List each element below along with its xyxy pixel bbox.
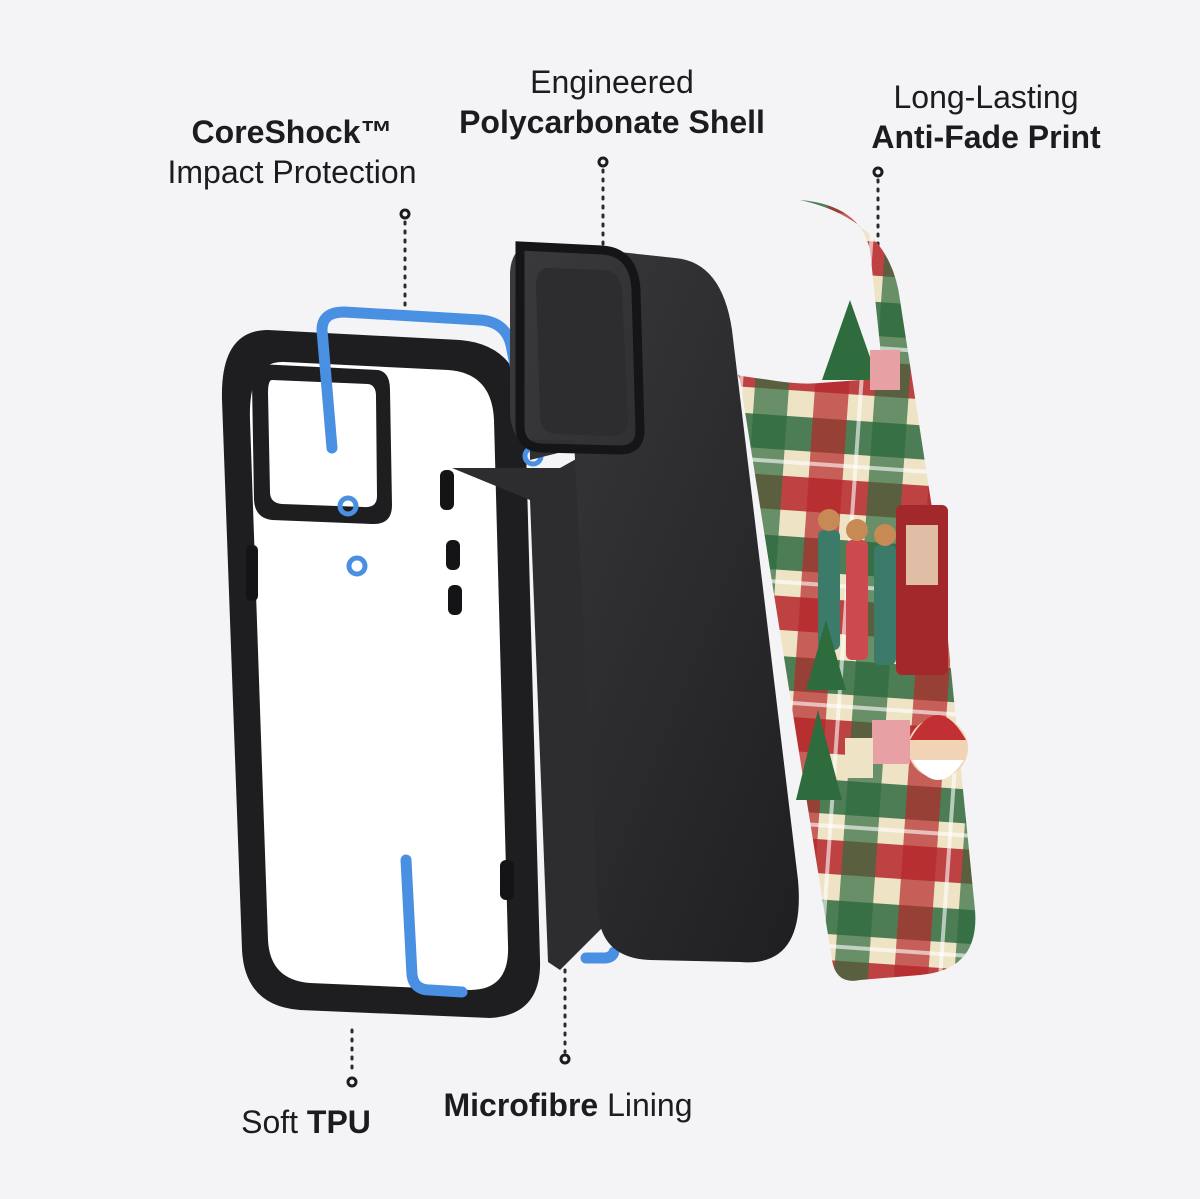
lining-title: Microfibre: [443, 1087, 599, 1123]
print-title: Anti-Fade Print: [871, 119, 1101, 155]
coreshock-inserts: [316, 306, 620, 998]
shell-title: Polycarbonate Shell: [459, 104, 765, 140]
coreshock-title: CoreShock™: [191, 114, 393, 150]
santa-face: [908, 715, 968, 780]
christmas-trees: [796, 300, 878, 800]
shell-subtitle: Engineered: [530, 64, 694, 100]
shell-leader-dot: [597, 156, 609, 168]
coreshock-subtitle: Impact Protection: [167, 154, 417, 190]
coreshock-label: CoreShock™ Impact Protection: [168, 112, 417, 192]
print-leader-dot: [872, 166, 884, 178]
tpu-bumper: [221, 330, 541, 1018]
tpu-prefix: Soft: [241, 1104, 299, 1140]
tpu-title: TPU: [306, 1104, 371, 1140]
lining-leader-dot: [559, 1053, 571, 1065]
leader-lines: [350, 168, 880, 1077]
lining-suffix: Lining: [607, 1087, 693, 1123]
gift-boxes: [845, 350, 910, 778]
coreshock-side-rail: [580, 946, 620, 964]
shell-label: Engineered Polycarbonate Shell: [459, 62, 765, 142]
print-label: Long-Lasting Anti-Fade Print: [871, 77, 1100, 157]
tpu-leader-dot: [346, 1076, 358, 1088]
polycarbonate-shell: [510, 241, 799, 963]
tpu-label: Soft TPU: [241, 1102, 371, 1142]
lining-label: Microfibre Lining: [444, 1085, 693, 1125]
coreshock-leader-dot: [399, 208, 411, 220]
leader-dots: [346, 156, 884, 1088]
coreshock-top-rail: [316, 306, 534, 454]
nutcracker-figures: [818, 509, 896, 665]
phone-booth: [896, 505, 948, 675]
print-subtitle: Long-Lasting: [893, 79, 1079, 115]
coreshock-bottom-rail: [400, 854, 468, 998]
anti-fade-print-layer: [738, 200, 976, 981]
